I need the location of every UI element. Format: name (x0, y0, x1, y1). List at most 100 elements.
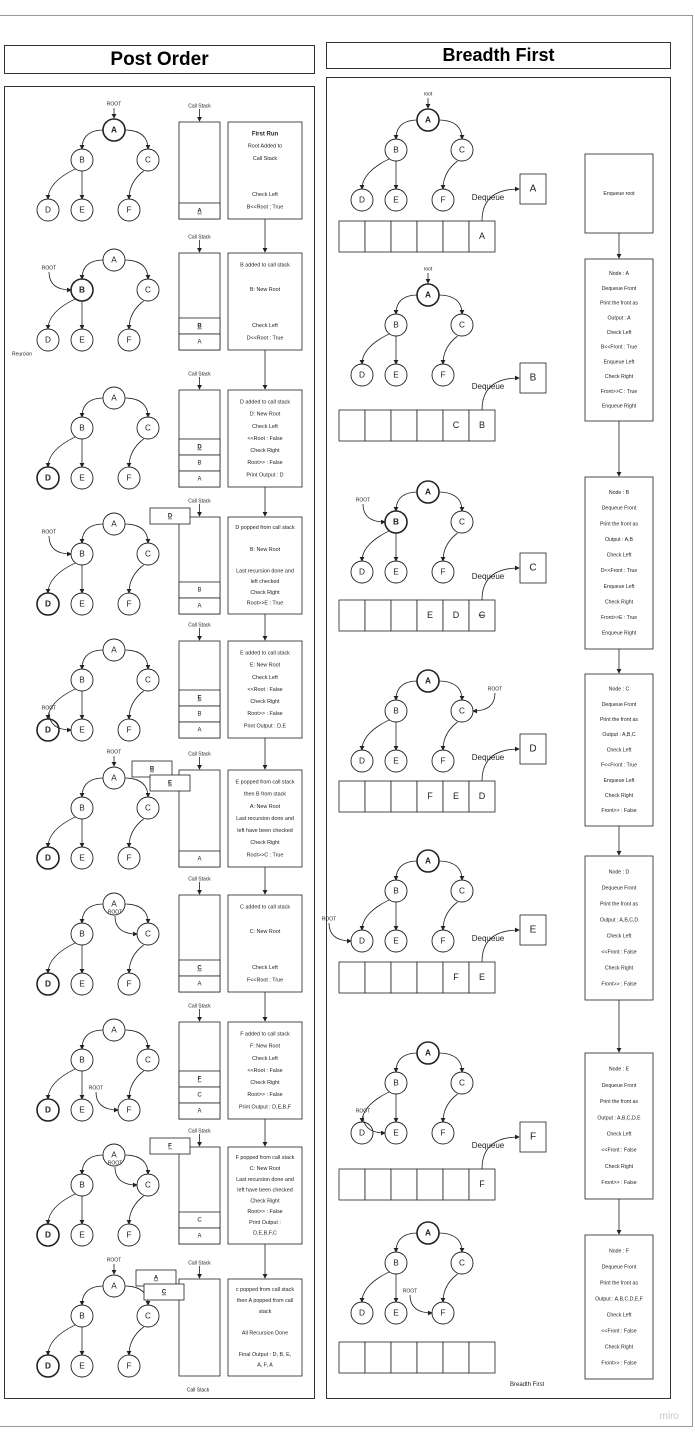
tree-edge (123, 523, 151, 544)
queue-cell (338, 1168, 366, 1201)
tree-node-label-f: F (126, 474, 131, 483)
tree-node-label-e: E (79, 206, 85, 215)
bf-note-box (584, 673, 654, 827)
tree-node-label-a: A (111, 774, 117, 783)
root-pointer (114, 1166, 138, 1188)
bf-note-line: Dequeue Front (602, 702, 637, 708)
step-note-line: Check Left (252, 323, 278, 329)
tree-node-label-c: C (459, 1259, 465, 1268)
tree-node-label-f: F (440, 1129, 445, 1138)
bf-note-line: Print the front as (600, 1099, 638, 1105)
step-note-line: E popped from call stack (235, 780, 294, 786)
tree-node-label-d: D (359, 568, 365, 577)
call-stack-box (178, 1278, 221, 1377)
bf-note-line: Front>> : False (601, 981, 636, 987)
bf-note-line: Output : A,B,C,D,E (597, 1115, 641, 1121)
board-frame (0, 15, 693, 1427)
root-pointer (409, 1294, 433, 1316)
tree-node-label-e: E (79, 336, 85, 345)
bf-note-line: <<Front : False (601, 1148, 636, 1154)
bf-note-line: Dequeue Front (602, 885, 637, 891)
tree-edge (440, 721, 458, 751)
call-stack-frame (178, 470, 221, 488)
bf-note-box (584, 855, 654, 1001)
step-note-line: B: New Root (250, 547, 281, 553)
tree-node-label-d: D (45, 336, 51, 345)
tree-edge (79, 129, 105, 150)
tree-edge (437, 294, 465, 315)
tree-node-e (70, 328, 94, 352)
tree-node-label-d: D (359, 371, 365, 380)
tree-node-label-b: B (393, 146, 399, 155)
root-pointer (48, 535, 72, 557)
bf-note-line: Output : A (607, 315, 631, 321)
tree-node-label-b: B (79, 676, 85, 685)
call-stack-frame-label: B (197, 712, 201, 718)
bf-note-line: <<Front : False (601, 1328, 636, 1334)
queue-cell-label: E (479, 972, 485, 982)
dequeue-arrow (481, 927, 520, 963)
tree-node-a (102, 512, 126, 536)
tree-node-d (36, 972, 60, 996)
tree-node-label-f: F (440, 371, 445, 380)
call-stack-frame-label: C (197, 1093, 202, 1099)
bf-note-line: Output : A,B,C,D (600, 917, 639, 923)
tree-node-c (450, 510, 474, 534)
tree-node-label-b: B (79, 424, 85, 433)
queue-cell-label: F (427, 791, 433, 801)
call-stack-frame-label: D (197, 445, 202, 451)
tree-node-e (70, 198, 94, 222)
tree-node-a (102, 386, 126, 410)
call-stack-frame-label: B (197, 324, 202, 330)
tree-edge (79, 903, 105, 924)
tree-node-c (136, 148, 160, 172)
tree-node-d (350, 363, 374, 387)
queue-cell-label: E (427, 610, 433, 620)
tree-node-f (117, 718, 141, 742)
tree-node-label-e: E (79, 726, 85, 735)
tree-node-label-e: E (79, 600, 85, 609)
call-stack-label: Call Stack (188, 498, 211, 504)
step-note-line: F popped from call stack (236, 1155, 295, 1161)
tree-edge (393, 860, 419, 881)
queue-cell (390, 409, 418, 442)
tree-node-d (36, 198, 60, 222)
bf-note-line: B<<Front : True (601, 345, 637, 351)
tree-edge (359, 899, 390, 931)
bf-note-box (584, 1052, 654, 1200)
tree-node-f (117, 1223, 141, 1247)
queue-cell (364, 220, 392, 253)
tree-node-label-f: F (126, 600, 131, 609)
tree-node-f (431, 929, 455, 953)
root-label: ROOT (89, 1085, 103, 1091)
tree-node-label-c: C (145, 1056, 151, 1065)
queue-cell (338, 780, 366, 813)
tree-edge (123, 129, 151, 150)
tree-node-label-b: B (393, 887, 399, 896)
queue-cell (442, 220, 470, 253)
dequeued-box (519, 552, 547, 584)
tree-node-e (70, 592, 94, 616)
bf-note-line: Output : A,B (605, 537, 634, 543)
tree-edge (437, 1052, 465, 1073)
tree-node-label-c: C (145, 286, 151, 295)
root-label: ROOT (322, 916, 336, 922)
tree-edge (440, 335, 458, 365)
call-stack-label: Call Stack (188, 234, 211, 240)
bf-note-line: Check Right (605, 374, 634, 380)
bf-note-line: Dequeue Front (602, 1083, 637, 1089)
recursion-label: Reurcion (12, 351, 32, 357)
call-stack-frame-label: A (197, 340, 201, 346)
step-note-line: Check Left (252, 965, 278, 971)
tree-node-d (350, 749, 374, 773)
queue-cell (390, 961, 418, 994)
tree-node-label-d: D (45, 854, 51, 863)
bf-note-box (584, 153, 654, 234)
step-note-line: F<<Root : True (247, 977, 283, 983)
popped-frame-label: F (168, 1144, 172, 1150)
queue-cell-label: C (479, 610, 486, 620)
tree-node-e (384, 1301, 408, 1325)
step-note-line: Check Right (250, 840, 280, 846)
tree-node-e (70, 1223, 94, 1247)
